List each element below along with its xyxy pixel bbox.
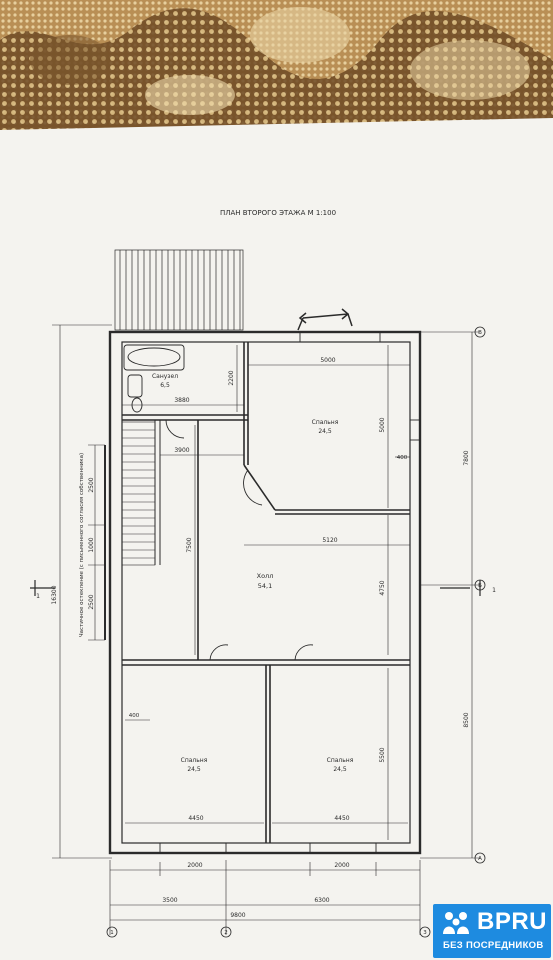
room-area-hall: 54,1 — [258, 582, 272, 590]
plan-title: ПЛАН ВТОРОГО ЭТАЖА М 1:100 — [220, 209, 336, 217]
dim-span-right: 6300 — [314, 897, 329, 904]
room-area-bath: 6,5 — [160, 382, 170, 389]
dim-right-upper: 7800 — [463, 450, 470, 465]
section-right: 1 — [492, 587, 496, 594]
dim-right-lower: 8500 — [463, 712, 470, 727]
dim-bed-left-offset: 400 — [129, 713, 140, 719]
axis-b: Б — [478, 583, 482, 589]
dim-hall-height-left: 7500 — [186, 537, 193, 552]
staircase — [121, 421, 156, 566]
dim-bed1-offset: 400 — [397, 455, 408, 461]
dim-total-height: 16300 — [51, 585, 58, 604]
axis-a: А — [478, 856, 482, 862]
dim-window-left: 2000 — [187, 862, 202, 869]
room-name-bedroom-top: Спальня — [312, 419, 339, 426]
dim-bed-left-width: 4450 — [188, 815, 203, 822]
dim-total-width: 9800 — [230, 912, 245, 919]
badge-tagline: БЕЗ ПОСРЕДНИКОВ — [443, 940, 544, 951]
badge-brand: BPRU — [477, 908, 548, 935]
dim-bath-width: 3880 — [174, 397, 189, 404]
dim-hall-top: 3900 — [174, 447, 189, 454]
people-logo-icon — [443, 912, 469, 934]
room-name-bedroom-right: Спальня — [327, 757, 354, 764]
axis-1: 1 — [110, 930, 114, 936]
dim-bed-right-width: 4450 — [334, 815, 349, 822]
room-name-hall: Холл — [257, 572, 274, 580]
room-name-bath: Санузел — [152, 373, 178, 380]
dim-bath-height: 2200 — [228, 370, 235, 385]
room-area-bedroom-top: 24,5 — [318, 428, 332, 435]
bathtub — [123, 344, 185, 413]
section-mark — [30, 580, 481, 596]
room-name-bedroom-left: Спальня — [181, 757, 208, 764]
section-left: 1 — [36, 593, 40, 600]
interior-walls — [121, 342, 410, 843]
dim-hall-mid: 5120 — [322, 537, 337, 544]
balcony — [114, 249, 244, 331]
dim-stair-a: 2500 — [88, 477, 95, 492]
dim-hall-height-right: 4750 — [379, 580, 386, 595]
glazing-note: Частичное остекление (с письменного согл… — [79, 453, 85, 637]
doors — [165, 419, 314, 661]
windows — [159, 331, 421, 854]
outer-walls — [108, 330, 422, 855]
room-area-bedroom-right: 24,5 — [333, 766, 347, 773]
bpru-badge[interactable]: BPRU БЕЗ ПОСРЕДНИКОВ — [433, 904, 551, 958]
room-area-bedroom-left: 24,5 — [187, 766, 201, 773]
dimension-lines — [52, 324, 480, 935]
dim-bed-right-height: 5500 — [379, 747, 386, 762]
axis-2: 2 — [224, 930, 228, 936]
dim-stair-c: 2500 — [88, 594, 95, 609]
dim-bed1-height: 5000 — [379, 417, 386, 432]
lace-tablecloth-background — [0, 0, 553, 130]
dim-window-right: 2000 — [334, 862, 349, 869]
dim-stair-b: 1000 — [88, 537, 95, 552]
axis-3: 3 — [423, 930, 427, 936]
axis-markers — [106, 326, 486, 938]
dim-span-left: 3500 — [162, 897, 177, 904]
axis-v: В — [478, 330, 482, 336]
dim-bed1-width: 5000 — [320, 357, 335, 364]
opening-arrow — [297, 308, 353, 331]
